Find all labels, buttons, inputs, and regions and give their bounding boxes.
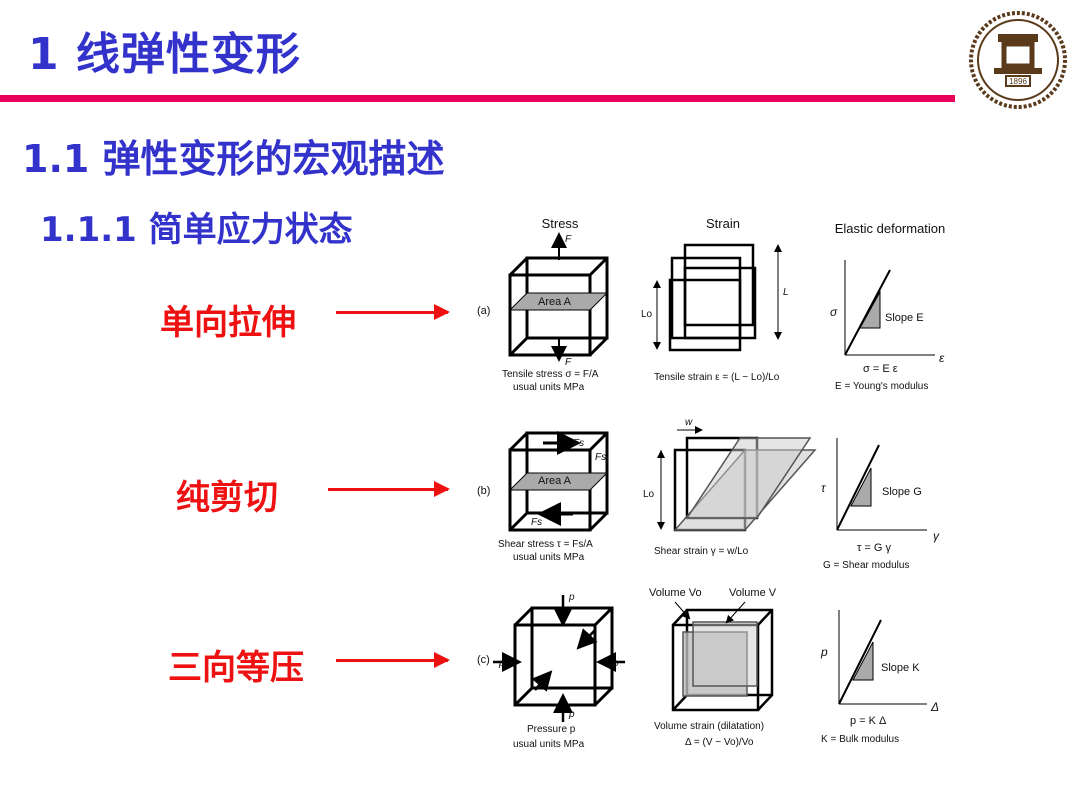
stress-caption-a: Tensile stress σ = F/A xyxy=(502,369,599,380)
force-bottom-a: F xyxy=(565,357,572,368)
vol-c: Volume V xyxy=(729,587,777,599)
law-b: τ = G γ xyxy=(857,542,891,554)
modulus-a: E = Young's modulus xyxy=(835,381,928,392)
arrow-tension xyxy=(336,304,450,320)
slope-a: Slope E xyxy=(885,312,924,324)
force3-b: Fs xyxy=(531,517,542,528)
section-heading: 1.1 弹性变形的宏观描述 xyxy=(22,137,445,181)
header-elastic: Elastic deformation xyxy=(835,221,946,236)
elastic-deformation-figure: Stress Strain Elastic deformation (a) Ar… xyxy=(477,216,946,750)
x-axis-b: γ xyxy=(933,529,940,543)
label-shear: 纯剪切 xyxy=(176,478,278,518)
tag-a: (a) xyxy=(477,305,490,317)
y-axis-a: σ xyxy=(830,305,838,319)
strain-caption-a: Tensile strain ε = (L − Lo)/Lo xyxy=(654,372,780,383)
strain-caption-c: Volume strain (dilatation) xyxy=(654,721,764,732)
x-axis-c: Δ xyxy=(930,700,939,714)
p-right-c: p xyxy=(612,658,619,669)
area-b: Area A xyxy=(538,475,572,487)
header-stress: Stress xyxy=(542,216,579,231)
stress-units-c: usual units MPa xyxy=(513,739,585,750)
stress-caption-b: Shear stress τ = Fs/A xyxy=(498,539,593,550)
modulus-b: G = Shear modulus xyxy=(823,560,909,571)
modulus-c: K = Bulk modulus xyxy=(821,734,899,745)
label-pressure: 三向等压 xyxy=(168,648,304,688)
row-a: (a) Area A F F Tensile stress σ = F/A us… xyxy=(477,232,945,393)
area-a: Area A xyxy=(538,296,572,308)
force2-b: Fs xyxy=(595,452,606,463)
p-bottom-c: p xyxy=(568,709,575,720)
strain-formula-c: Δ = (V − Vo)/Vo xyxy=(685,737,754,748)
subsection-heading: 1.1.1 简单应力状态 xyxy=(40,210,353,250)
force-top-a: F xyxy=(565,234,572,245)
stress-units-b: usual units MPa xyxy=(513,552,585,563)
title-divider xyxy=(0,95,955,102)
x-axis-a: ε xyxy=(939,351,945,365)
header-strain: Strain xyxy=(706,216,740,231)
stress-caption-c: Pressure p xyxy=(527,724,576,735)
page-title: 1 线弹性变形 xyxy=(28,29,301,80)
y-axis-b: τ xyxy=(821,481,827,495)
y-axis-c: p xyxy=(820,645,828,659)
tag-c: (c) xyxy=(477,654,490,666)
slope-c: Slope K xyxy=(881,662,920,674)
arrow-shear xyxy=(328,481,450,497)
length-a: L xyxy=(783,287,789,298)
w-b: w xyxy=(685,417,693,428)
length0-b: Lo xyxy=(643,489,655,500)
force1-b: Fs xyxy=(573,438,584,449)
stress-units-a: usual units MPa xyxy=(513,382,585,393)
tag-b: (b) xyxy=(477,485,490,497)
arrow-pressure xyxy=(336,652,450,668)
vol0-c: Volume Vo xyxy=(649,587,702,599)
university-seal-icon: 1896 xyxy=(969,11,1067,109)
law-a: σ = E ε xyxy=(863,363,898,375)
slope-b: Slope G xyxy=(882,486,922,498)
label-tension: 单向拉伸 xyxy=(160,303,296,343)
strain-caption-b: Shear strain γ = w/Lo xyxy=(654,546,749,557)
length0-a: Lo xyxy=(641,309,653,320)
row-b: (b) Area A Fs Fs Fs Shear stress τ = Fs/… xyxy=(477,417,940,571)
law-c: p = K Δ xyxy=(850,715,887,727)
logo-year: 1896 xyxy=(1009,77,1027,86)
p-left-c: p xyxy=(498,658,505,669)
p-c: p xyxy=(568,592,575,603)
row-c: (c) p p p p Pressure p usual units MPa xyxy=(477,587,939,750)
